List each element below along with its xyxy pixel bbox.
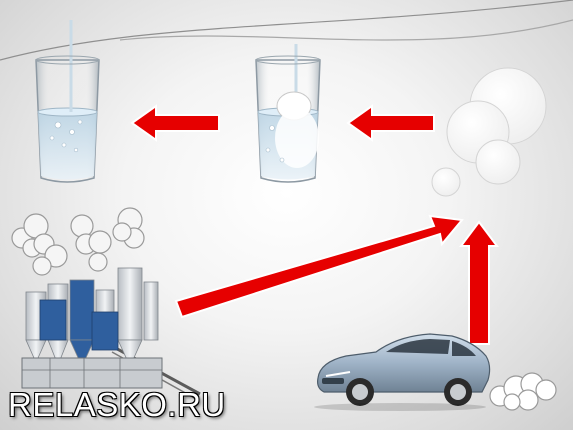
glass-with-tablet-icon bbox=[255, 44, 321, 183]
arrow-car-to-cloud bbox=[459, 220, 499, 345]
car-icon bbox=[314, 333, 491, 411]
background-swoosh bbox=[0, 0, 573, 61]
factory-icon bbox=[11, 207, 201, 401]
glass-of-water-icon bbox=[35, 20, 100, 183]
cloud-icon bbox=[431, 67, 547, 197]
site-watermark: RELASKO.RU bbox=[8, 386, 226, 423]
arrow-factory-to-cloud bbox=[174, 214, 464, 319]
exhaust-smoke-icon bbox=[489, 372, 557, 411]
arrow-glass-to-glass bbox=[130, 104, 220, 142]
arrow-cloud-to-glass bbox=[346, 104, 435, 142]
